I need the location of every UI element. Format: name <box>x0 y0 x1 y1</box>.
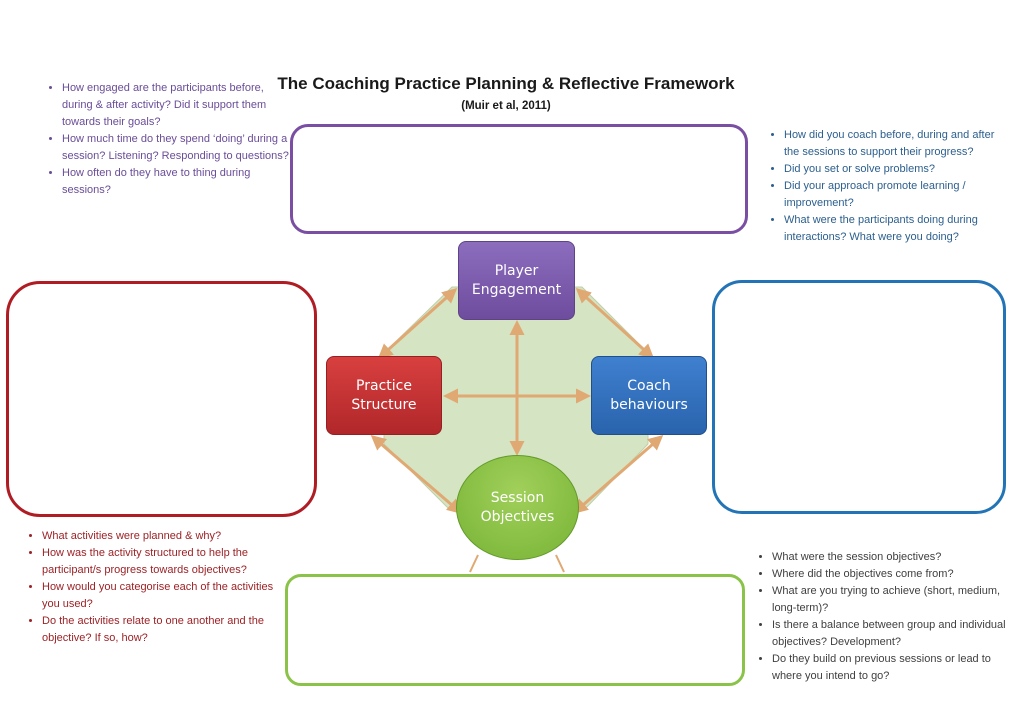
list-item: How would you categorise each of the act… <box>42 579 288 613</box>
arrow-player-coach <box>575 287 655 360</box>
framework-title: The Coaching Practice Planning & Reflect… <box>277 74 735 93</box>
engagement-questions: How engaged are the participants before,… <box>42 80 290 199</box>
list-item: How did you coach before, during and aft… <box>784 127 1012 161</box>
list-item: Do the activities relate to one another … <box>42 613 288 647</box>
arrow-player-practice <box>377 288 458 359</box>
coach-notes-box[interactable] <box>712 280 1006 514</box>
practice-questions: What activities were planned & why? How … <box>22 528 288 647</box>
objectives-notes-box[interactable] <box>285 574 745 686</box>
node-label: Objectives <box>480 508 555 525</box>
list-item: How was the activity structured to help … <box>42 545 288 579</box>
list-item: What were the session objectives? <box>772 549 1012 566</box>
coach-questions: How did you coach before, during and aft… <box>764 127 1012 246</box>
list-item: How often do they have to thing during s… <box>62 165 290 199</box>
node-label: behaviours <box>610 396 688 413</box>
list-item: Is there a balance between group and ind… <box>772 617 1012 651</box>
list-item: How engaged are the participants before,… <box>62 80 290 131</box>
arrow-session-down-right <box>555 554 565 573</box>
objectives-questions: What were the session objectives? Where … <box>752 549 1012 685</box>
node-label: Practice <box>356 377 412 394</box>
list-item: Did you set or solve problems? <box>784 161 1012 178</box>
node-coach-behaviours: Coach behaviours <box>591 356 707 435</box>
list-item: What activities were planned & why? <box>42 528 288 545</box>
list-item: Where did the objectives come from? <box>772 566 1012 583</box>
list-item: Do they build on previous sessions or le… <box>772 651 1012 685</box>
list-item: What are you trying to achieve (short, m… <box>772 583 1012 617</box>
node-label: Player <box>494 262 539 279</box>
list-item: How much time do they spend ‘doing’ duri… <box>62 131 290 165</box>
node-label: Session <box>490 489 545 506</box>
arrow-practice-session <box>370 435 463 514</box>
practice-notes-box[interactable] <box>6 281 317 517</box>
engagement-notes-box[interactable] <box>290 124 748 234</box>
node-label: Engagement <box>471 281 562 298</box>
list-item: What were the participants doing during … <box>784 212 1012 246</box>
node-label: Structure <box>351 396 417 413</box>
arrow-coach-session <box>572 435 664 514</box>
node-label: Coach <box>627 377 671 394</box>
framework-citation: (Muir et al, 2011) <box>461 100 551 112</box>
list-item: Did your approach promote learning / imp… <box>784 178 1012 212</box>
arrow-session-down-left <box>469 554 479 573</box>
